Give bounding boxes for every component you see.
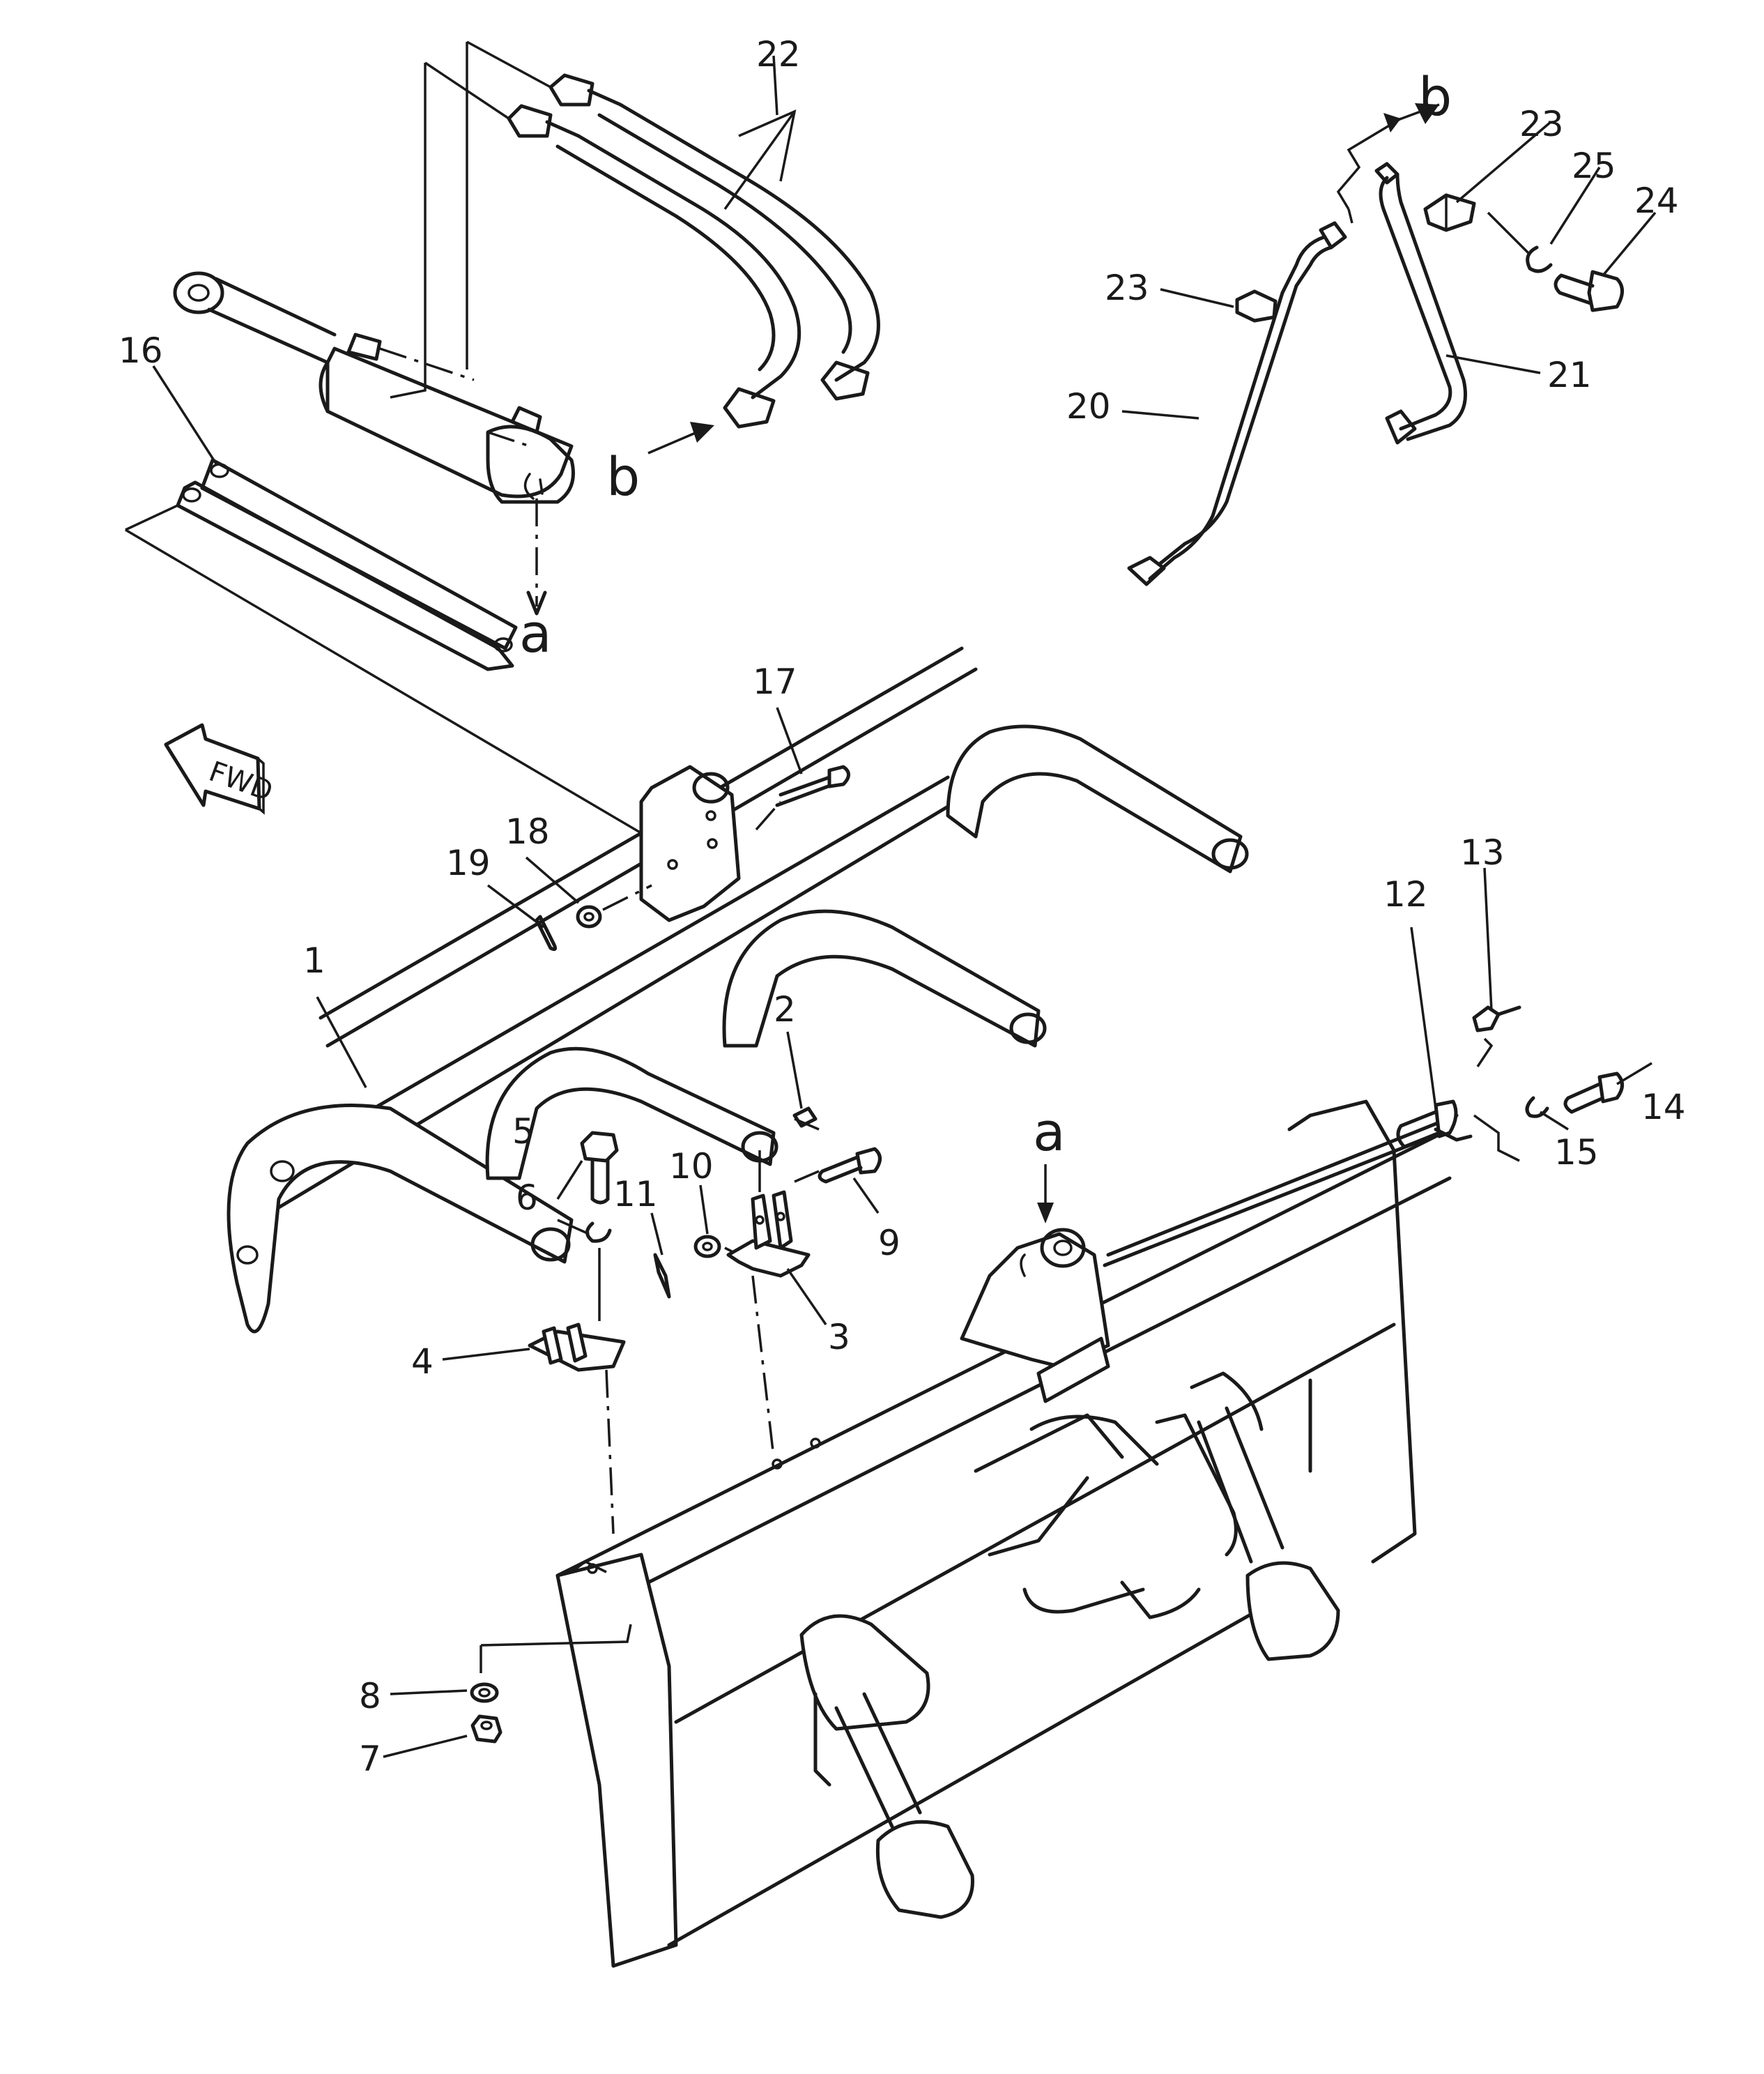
- callout-7: 7: [359, 1739, 381, 1779]
- forward-direction-arrow: FWD: [164, 723, 277, 815]
- callout-17: 17: [753, 662, 797, 702]
- callout-14: 14: [1641, 1087, 1686, 1127]
- ref-label-a-cylinder: a: [519, 602, 552, 664]
- bolt-9: [818, 1147, 882, 1184]
- washer-6: [585, 1221, 612, 1243]
- nut-7: [470, 1714, 503, 1744]
- bracket-3: [726, 1190, 811, 1278]
- washer-10: [693, 1235, 721, 1258]
- assembly-lines-hose: [379, 40, 551, 448]
- callout-23-left: 23: [1105, 268, 1149, 308]
- callout-21: 21: [1547, 355, 1592, 395]
- reference-arrow-b-tube: [1336, 103, 1440, 224]
- callout-3: 3: [828, 1317, 850, 1357]
- cotter-pin-19: [535, 915, 558, 952]
- callout-24: 24: [1634, 181, 1679, 221]
- callout-25: 25: [1572, 146, 1616, 186]
- callout-leaders: [152, 55, 1657, 1758]
- callout-20: 20: [1066, 386, 1111, 427]
- pin-17: [775, 765, 850, 807]
- link-bar: [125, 458, 642, 834]
- washer-18: [576, 905, 602, 929]
- washer-8: [470, 1682, 499, 1703]
- callout-8: 8: [359, 1676, 381, 1716]
- hydraulic-cylinder: [173, 271, 575, 504]
- callout-4: 4: [411, 1341, 434, 1382]
- ref-label-a-frame: a: [1033, 1101, 1066, 1163]
- cotter-pin-11: [653, 1253, 671, 1299]
- blade-frame: [555, 1099, 1452, 1968]
- frame-assembly: [227, 646, 1249, 1334]
- callout-18: 18: [505, 811, 550, 852]
- callout-16: 16: [118, 330, 163, 371]
- washer-25: [1526, 245, 1553, 273]
- clamp-23: [1423, 193, 1476, 232]
- callout-6: 6: [516, 1177, 538, 1218]
- callout-5: 5: [512, 1111, 535, 1152]
- tube-21: [1374, 162, 1467, 445]
- bolt-5: [580, 1131, 619, 1205]
- ref-label-b-tube: b: [1418, 66, 1452, 128]
- hydraulic-hoses: [507, 73, 880, 429]
- callout-numbers: 22 16 23 25 24 23 20 21 17 18 19 1 2 12 …: [118, 34, 1686, 1779]
- callout-15: 15: [1554, 1132, 1599, 1173]
- tube-20: [1127, 221, 1347, 586]
- pin-12: [1396, 1099, 1473, 1149]
- callout-19: 19: [446, 843, 491, 883]
- grease-fitting-13: [1472, 1005, 1521, 1032]
- callout-12: 12: [1383, 874, 1428, 915]
- frame-pivot-bracket: [960, 1113, 1459, 1403]
- reference-arrow-b-hose: b: [606, 422, 714, 508]
- ref-label-b-hose: b: [606, 445, 640, 508]
- callout-10: 10: [669, 1146, 714, 1187]
- callout-23-right: 23: [1519, 104, 1564, 144]
- bolt-14: [1563, 1072, 1624, 1114]
- callout-9: 9: [878, 1223, 900, 1263]
- callout-22: 22: [756, 34, 801, 75]
- callout-2: 2: [774, 989, 796, 1030]
- bracket-4: [528, 1322, 626, 1372]
- bolt-24: [1554, 270, 1624, 312]
- reference-arrow-a-frame: a: [1033, 1101, 1066, 1223]
- pin-2: [792, 1106, 818, 1128]
- callout-13: 13: [1460, 832, 1505, 873]
- callout-11: 11: [613, 1174, 658, 1214]
- callout-1: 1: [303, 940, 325, 981]
